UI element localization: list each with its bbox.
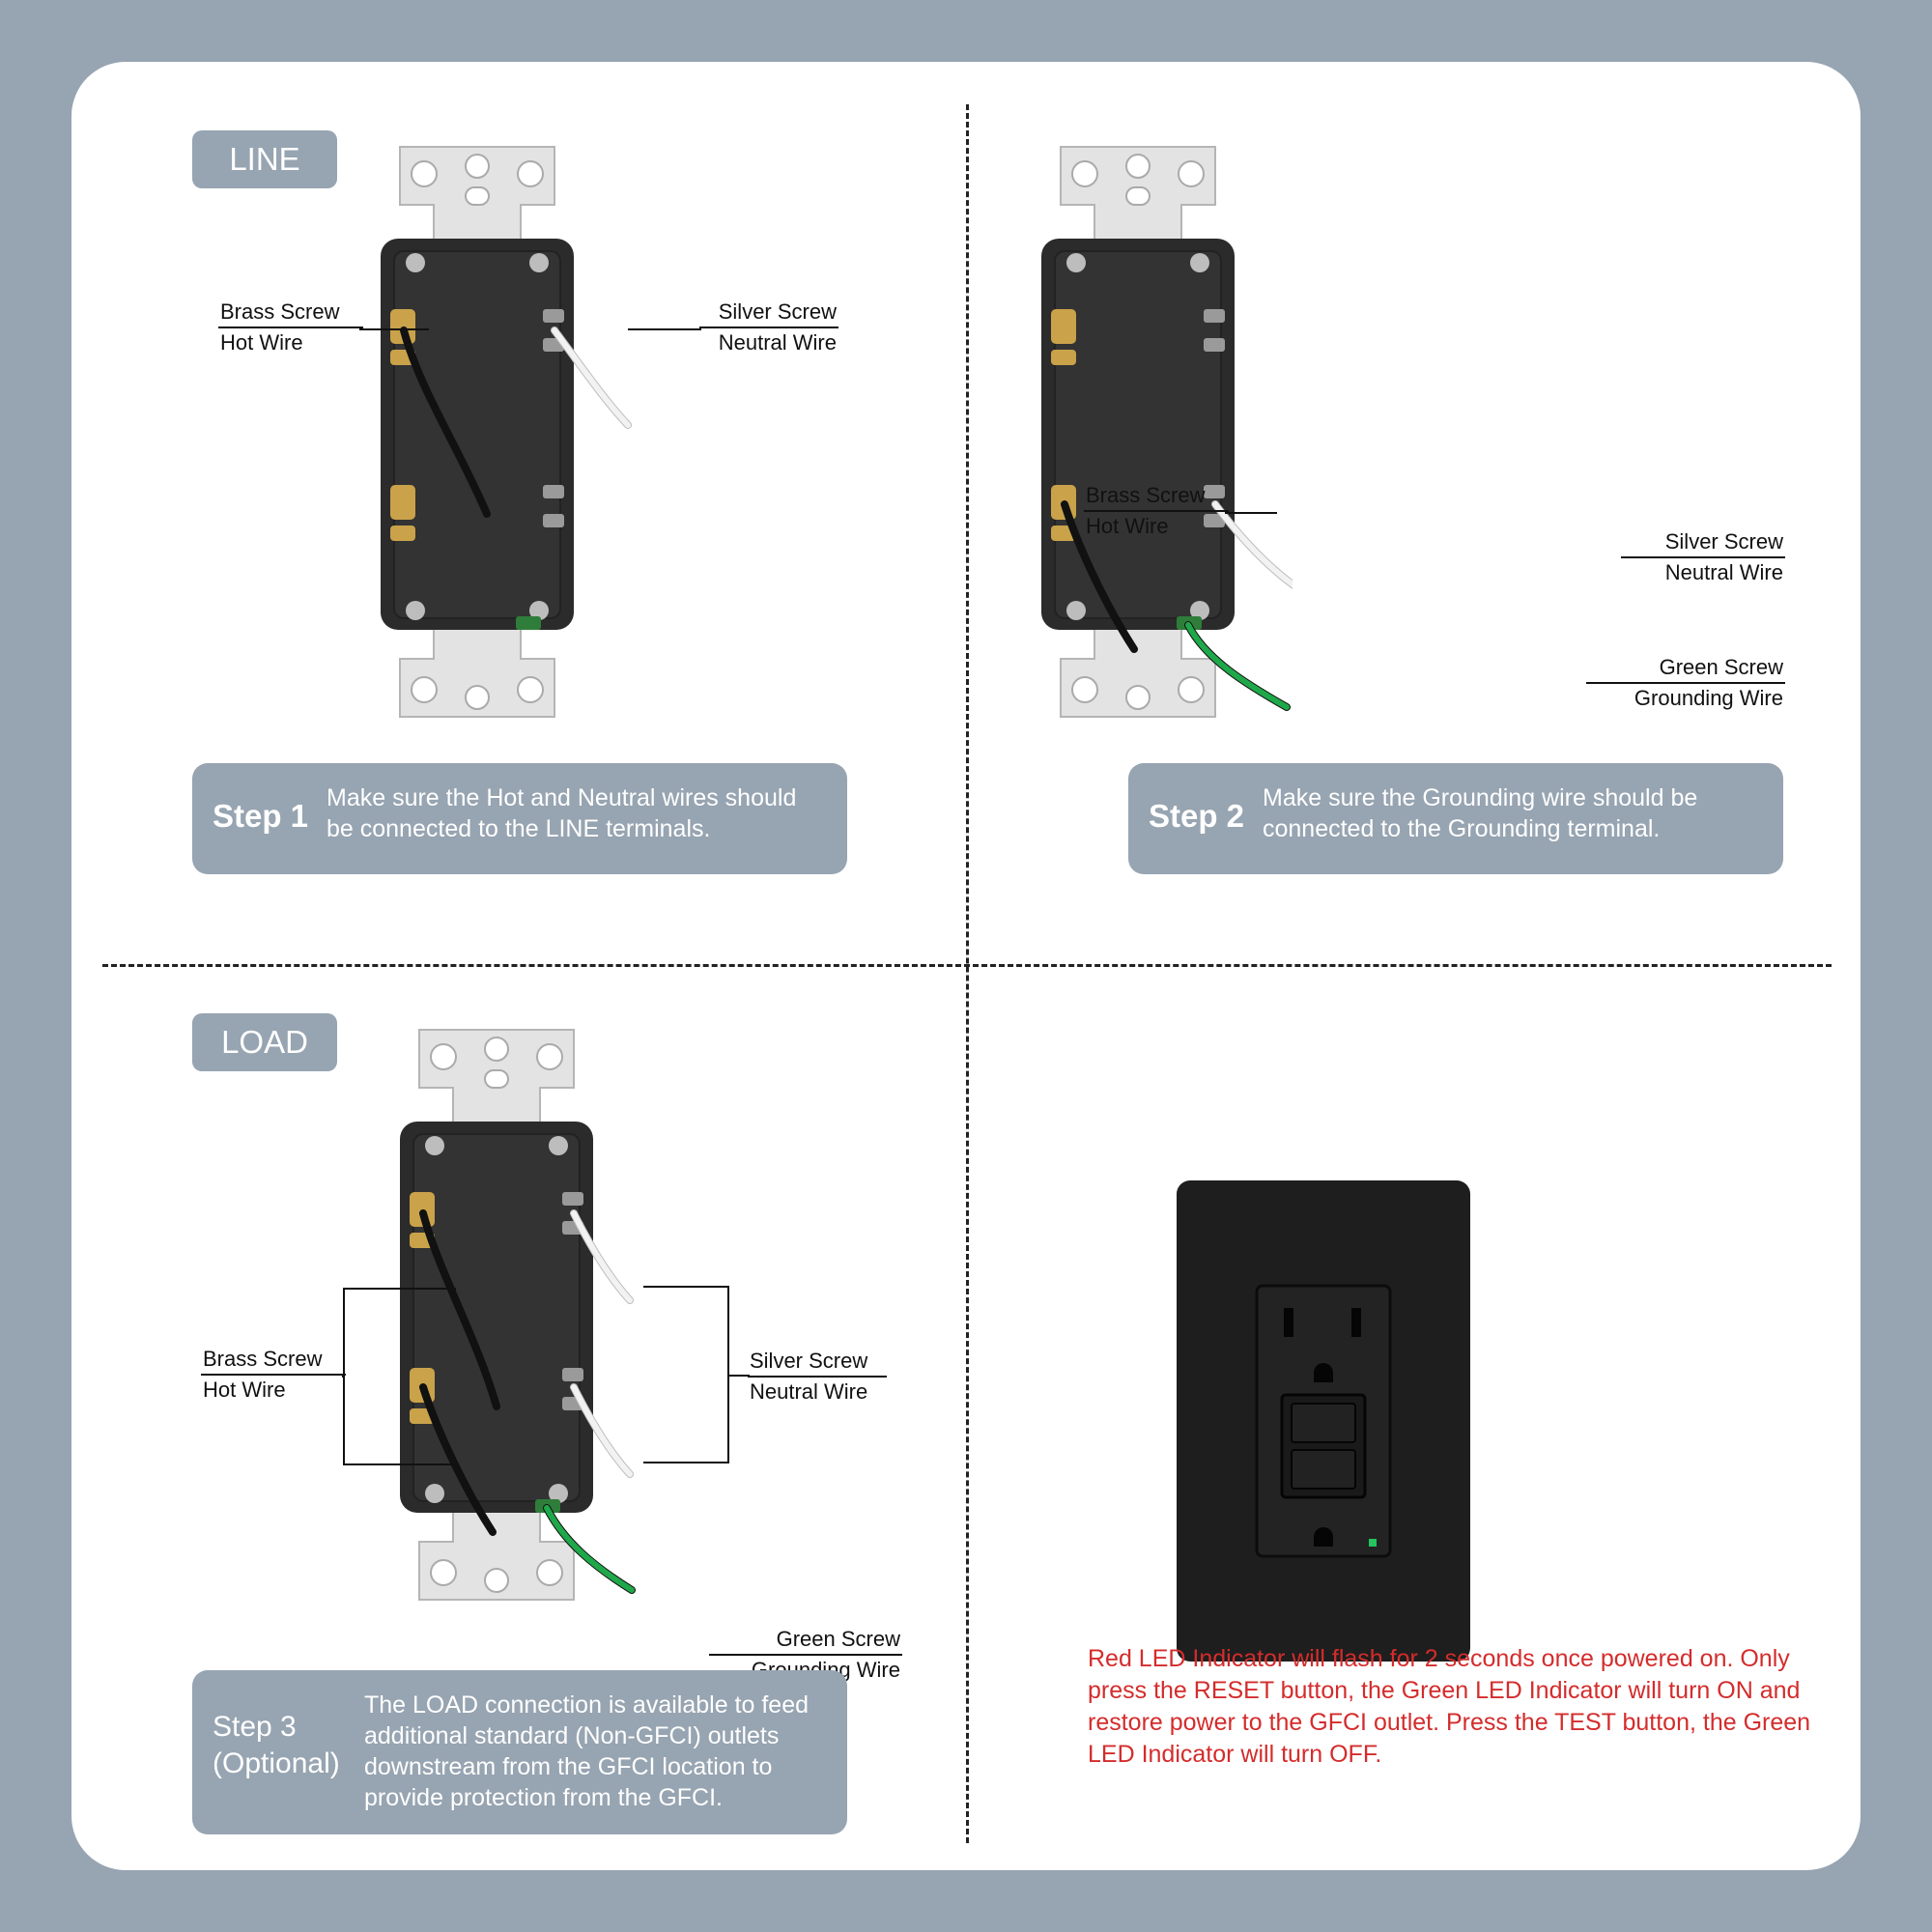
line-section: LINE Brass Screw Hot: [71, 62, 964, 964]
silver-screw-label: Silver Screw: [699, 298, 838, 328]
instruction-card: LINE Brass Screw Hot: [71, 62, 1861, 1870]
step-2-box: Step 2 Make sure the Grounding wire shou…: [1128, 763, 1783, 874]
vertical-divider: [966, 104, 969, 1843]
line-neutral-wire: [571, 1210, 633, 1303]
line-tag: LINE: [192, 130, 337, 188]
load-green-label: Green Screw Grounding Wire: [709, 1625, 902, 1685]
brass-bracket: [342, 1288, 456, 1465]
step-1-box: Step 1 Make sure the Hot and Neutral wir…: [192, 763, 847, 874]
silver-leader: [628, 328, 701, 330]
brass-screw-label: Brass Screw: [218, 298, 363, 328]
led-indicator-icon: [1369, 1539, 1377, 1547]
gfci-outlet-front: [1176, 1179, 1471, 1662]
grounding-wire: [544, 1505, 635, 1593]
line-silver-label: Silver Screw Neutral Wire: [699, 298, 838, 357]
green-screw-label: Green Screw: [709, 1625, 902, 1656]
brass-leader: [1225, 512, 1277, 514]
load-neutral-wire: [571, 1384, 633, 1477]
ground-brass-label: Brass Screw Hot Wire: [1084, 481, 1229, 541]
line-hot-wire: [420, 1210, 499, 1409]
silver-screw-label: Silver Screw: [748, 1347, 887, 1378]
load-hot-wire: [420, 1384, 496, 1535]
neutral-wire-label: Neutral Wire: [750, 1379, 868, 1404]
test-button[interactable]: [1291, 1403, 1356, 1443]
ground-green-label: Green Screw Grounding Wire: [1586, 653, 1785, 713]
led-instruction-note: Red LED Indicator will flash for 2 secon…: [1088, 1645, 1811, 1768]
step-1-text: Make sure the Hot and Neutral wires shou…: [327, 784, 797, 842]
brass-screw-label: Brass Screw: [201, 1345, 346, 1376]
gfci-outlet-back-ground: [1041, 137, 1293, 726]
hot-wire-label: Hot Wire: [220, 330, 303, 355]
step-3-label-1: Step 3: [213, 1711, 297, 1743]
hot-wire: [401, 327, 490, 517]
step-1-label: Step 1: [213, 798, 309, 834]
load-silver-label: Silver Screw Neutral Wire: [748, 1347, 887, 1406]
ground-silver-label: Silver Screw Neutral Wire: [1621, 527, 1785, 587]
gfci-outlet-back-line: [381, 137, 632, 726]
finished-section: Red LED Indicator will flash for 2 secon…: [968, 967, 1861, 1870]
hot-wire-label: Hot Wire: [1086, 514, 1169, 538]
reset-button[interactable]: [1291, 1449, 1356, 1490]
line-brass-label: Brass Screw Hot Wire: [218, 298, 363, 357]
load-brass-label: Brass Screw Hot Wire: [201, 1345, 346, 1405]
hot-wire-label: Hot Wire: [203, 1378, 286, 1402]
neutral-wire-label: Neutral Wire: [718, 330, 837, 355]
grounding-wire-label: Grounding Wire: [1634, 686, 1783, 710]
load-section: LOAD Brass Screw Hot: [71, 967, 964, 1870]
brass-screw-label: Brass Screw: [1084, 481, 1229, 512]
step-3-label-2: (Optional): [213, 1747, 340, 1779]
step-3-label: Step 3 (Optional): [213, 1709, 340, 1782]
step-3-text: The LOAD connection is available to feed…: [364, 1691, 809, 1811]
silver-screw-label: Silver Screw: [1621, 527, 1785, 558]
gfci-outlet-back-load: [400, 1020, 651, 1609]
neutral-wire-label: Neutral Wire: [1664, 560, 1783, 584]
horizontal-divider: [102, 964, 1832, 967]
grounding-wire: [1185, 622, 1290, 710]
step-2-label: Step 2: [1149, 798, 1245, 834]
green-screw-label: Green Screw: [1586, 653, 1785, 684]
ground-section: Brass Screw Hot Wire Silver Screw Neutra…: [968, 62, 1861, 964]
brass-leader: [359, 328, 429, 330]
neutral-wire: [552, 327, 631, 428]
neutral-wire: [1212, 501, 1293, 588]
step-3-box: Step 3 (Optional) The LOAD connection is…: [192, 1670, 847, 1834]
hot-wire: [1062, 501, 1137, 652]
silver-bracket: [643, 1286, 750, 1463]
load-tag: LOAD: [192, 1013, 337, 1071]
step-2-text: Make sure the Grounding wire should be c…: [1263, 784, 1698, 842]
